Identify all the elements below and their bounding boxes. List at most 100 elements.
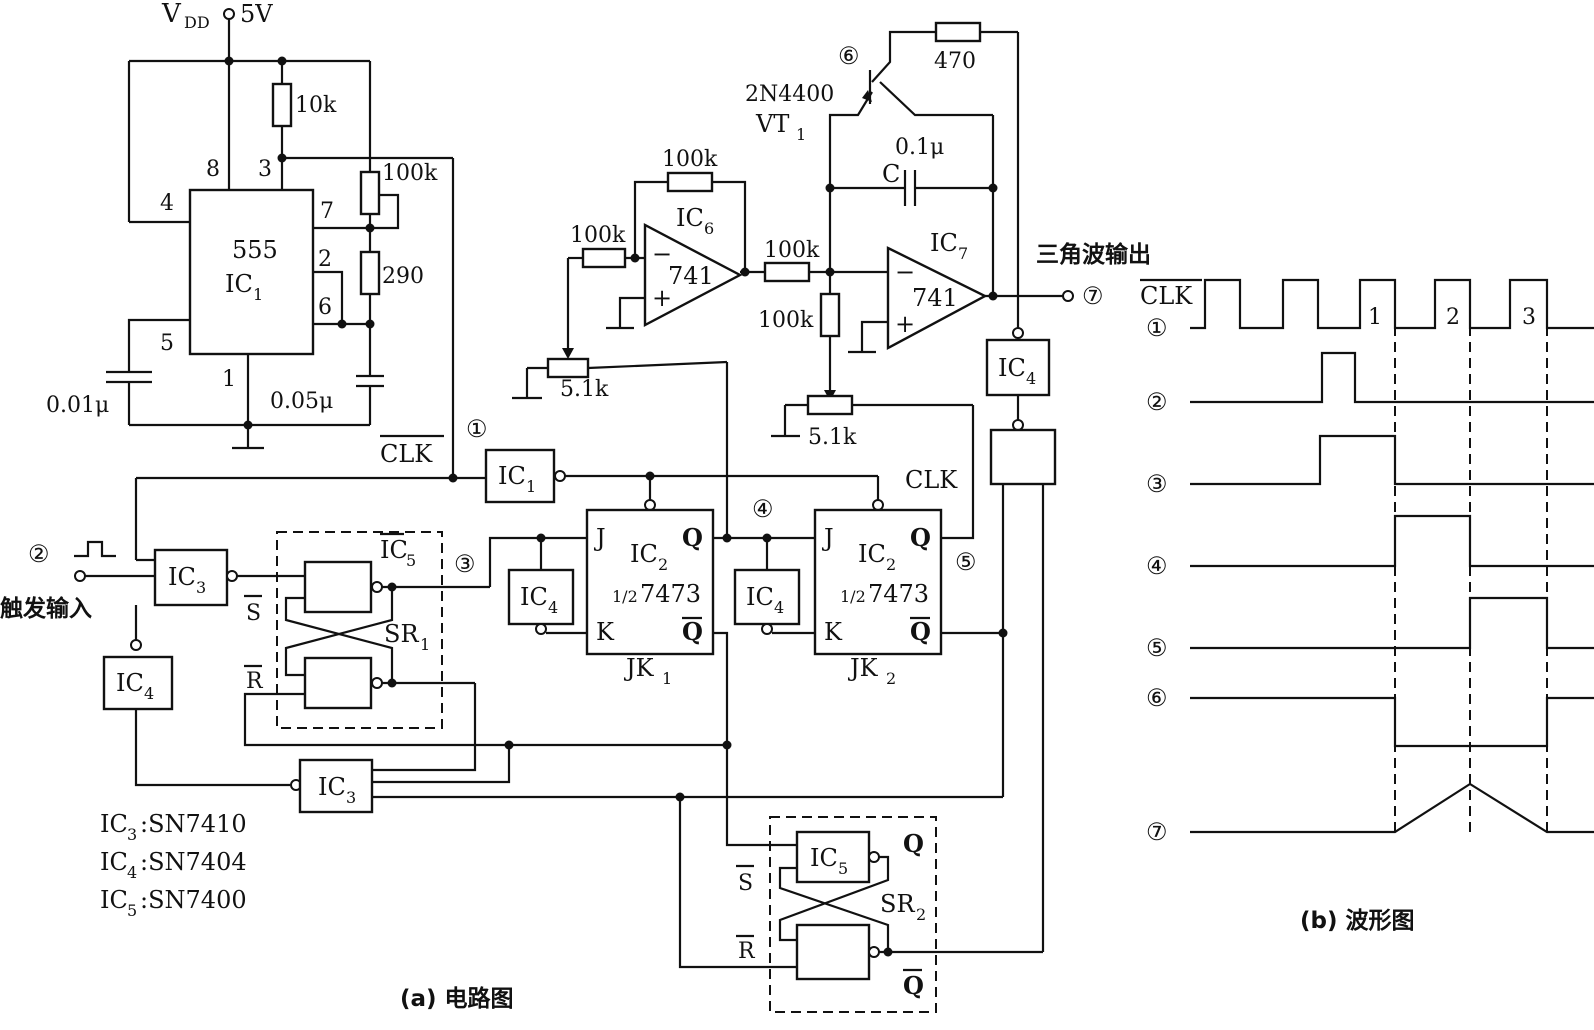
resistor-100k-fb: [666, 171, 714, 193]
sr1-r: R: [246, 669, 264, 694]
opamp-ic6: [643, 223, 743, 327]
pulse-num-3: 3: [1522, 305, 1536, 330]
logic-section: CLK ① IC 1 CLK ② 触发输入 IC 3 IC: [0, 362, 1045, 1013]
clk-bar-label: CLK: [380, 440, 433, 468]
resistor-100k-down: [819, 292, 841, 338]
wave-row-4: ④: [1146, 552, 1168, 580]
pulse-icon: [74, 540, 116, 558]
pin-8: 8: [206, 157, 220, 182]
jk1-half: 1/2: [612, 587, 638, 606]
jk2-body: [813, 508, 943, 656]
sr2-gate-top: [795, 830, 871, 884]
pot1-label: 5.1k: [560, 377, 609, 402]
caption-a: (a) 电路图: [400, 985, 514, 1012]
r470-label: 470: [934, 49, 976, 74]
legend-ic3-sub: 3: [127, 825, 137, 844]
analog-section: 5.1k 100k 100k IC 6 − + 741 100k 100k: [512, 21, 1151, 486]
pulse-num-2: 2: [1446, 305, 1460, 330]
legend-ic4: IC: [100, 848, 128, 876]
jk2-j: J: [821, 524, 834, 552]
sr2-label: SR: [880, 890, 915, 918]
jk1-j: J: [593, 524, 606, 552]
gate-ic3-sub: 3: [196, 578, 206, 597]
sr1-gate-bottom: [303, 656, 373, 710]
pot-5k1-a: [546, 357, 590, 379]
sr2-ic5-sub: 5: [838, 859, 848, 878]
pin-1: 1: [222, 367, 236, 392]
legend-ic5-part: :SN7400: [140, 886, 247, 914]
wave-4: [1190, 514, 1594, 568]
jk2-part: 7473: [868, 580, 929, 608]
vdd-label: V: [161, 0, 182, 29]
node-4: ④: [752, 495, 774, 523]
resistor-290: [359, 250, 381, 296]
gate-ic4-jk1-sub: 4: [548, 598, 558, 617]
node-3: ③: [454, 550, 476, 578]
gate-ic4-jk2: [733, 568, 801, 626]
r100k-down-label: 100k: [758, 308, 814, 333]
vt1-sub: 1: [796, 125, 806, 144]
resistor-100k-mid: [763, 261, 811, 283]
jk2-ic2: IC: [858, 540, 886, 568]
vdd-terminal: [223, 8, 235, 20]
wave-row-6: ⑥: [1146, 684, 1168, 712]
gate-ic4-out: [985, 338, 1051, 397]
gate-ic4-jk2-label: IC: [746, 583, 774, 611]
sr2-q: Q: [903, 829, 924, 858]
ic6-plus: +: [652, 284, 672, 312]
gate-ic3-b: [298, 758, 374, 814]
sr1-ic5-label: IC: [380, 536, 408, 564]
sr2-gate-bottom: [795, 923, 871, 981]
jk2-ic2-sub: 2: [886, 555, 896, 574]
gate-ic3-label: IC: [168, 563, 196, 591]
wave-row-7: ⑦: [1146, 818, 1168, 846]
legend-ic3: IC: [100, 810, 128, 838]
jk1-part: 7473: [640, 580, 701, 608]
gate-ic4-a-sub: 4: [144, 684, 154, 703]
gate-ic4-jk2-sub: 4: [774, 598, 784, 617]
jk2-q: Q: [910, 523, 931, 552]
jk2-label-sub: 2: [886, 669, 896, 688]
pin-3: 3: [258, 157, 272, 182]
ic6-minus: −: [652, 240, 672, 268]
node-2: ②: [28, 540, 50, 568]
resistor-470: [934, 21, 982, 43]
gate-ic1-sub: 1: [526, 477, 536, 496]
jk1-k: K: [596, 618, 615, 646]
wave-1: [1190, 278, 1594, 330]
pin-4: 4: [160, 191, 174, 216]
c01-label: 0.1μ: [895, 135, 944, 160]
vt1-part: 2N4400: [745, 82, 834, 107]
r290-label: 290: [382, 264, 424, 289]
vt1-label: VT: [755, 110, 789, 138]
node-7: ⑦: [1082, 282, 1104, 310]
resistor-10k: [271, 82, 293, 128]
sr1-s: S: [246, 601, 261, 626]
jk2-half: 1/2: [840, 587, 866, 606]
vdd-voltage: 5V: [240, 0, 273, 28]
gate-ic1-label: IC: [498, 462, 526, 490]
pot-5k1-b: [806, 394, 854, 416]
jk2-label: JK: [847, 654, 879, 682]
pot100k-label: 100k: [382, 161, 438, 186]
wave-row-3: ③: [1146, 470, 1168, 498]
timer-555-section: V DD 5V 10k 100k 290: [46, 0, 455, 478]
sr2-box: [769, 816, 937, 1013]
wave-row-1: ①: [1146, 314, 1168, 342]
trigger-input-label: 触发输入: [0, 595, 92, 622]
triangle-out-label: 三角波输出: [1036, 241, 1151, 268]
vdd-sub: DD: [184, 13, 210, 32]
wave-row-2: ②: [1146, 388, 1168, 416]
jk1-label: JK: [623, 654, 655, 682]
sr1-sub: 1: [420, 635, 430, 654]
ic6-sub: 6: [704, 219, 714, 238]
pulse-num-1: 1: [1368, 305, 1382, 330]
wave-row-5: ⑤: [1146, 634, 1168, 662]
sr1-ic5-sub: 5: [406, 551, 416, 570]
gate-ic4-a: [102, 655, 174, 711]
gate-ic3-b-label: IC: [318, 773, 346, 801]
r100k-in-label: 100k: [570, 223, 626, 248]
jk1-q: Q: [682, 523, 703, 552]
ic555-body: [188, 188, 315, 356]
